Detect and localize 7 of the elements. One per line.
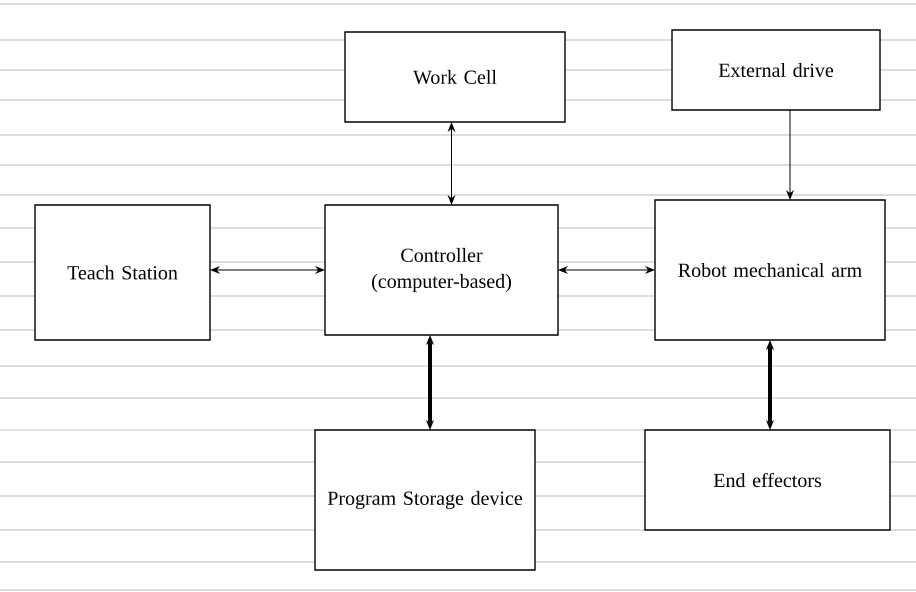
block-box: End effectors <box>644 429 891 531</box>
block-box: External drive <box>671 29 881 111</box>
block-box: Work Cell <box>344 31 566 123</box>
block-box: Teach Station <box>34 204 211 341</box>
block-box: Program Storage device <box>314 429 536 571</box>
block-box: Robot mechanical arm <box>654 199 886 341</box>
block-box: Controller (computer-based) <box>324 204 559 336</box>
